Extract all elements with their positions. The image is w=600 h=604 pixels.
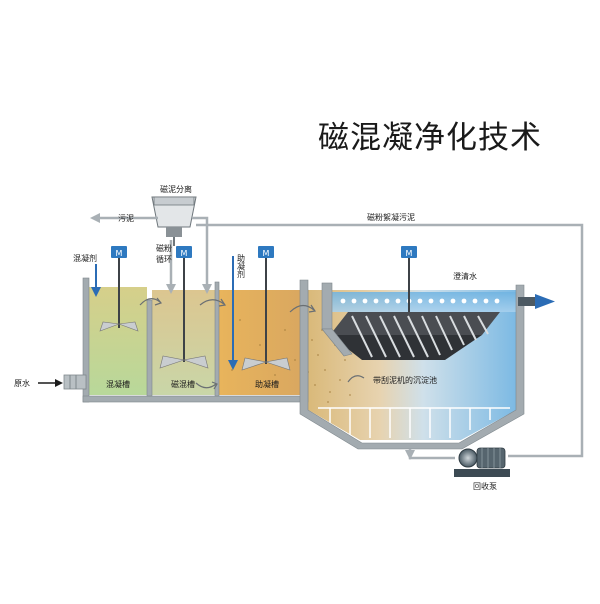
label-magnetic-separation: 磁泥分离	[160, 184, 192, 194]
motor-label: M	[406, 249, 413, 258]
label-sludge: 污泥	[118, 213, 134, 223]
label-coagulant-aid-tank: 助凝槽	[255, 379, 279, 389]
clear-water-bubbles	[340, 298, 500, 304]
recovery-pump	[454, 447, 510, 477]
mud-scraper-grid	[318, 407, 510, 438]
label-recovery-pump: 回收泵	[473, 481, 497, 491]
inclined-plate-settler	[330, 312, 500, 360]
label-coagulant-aid: 助凝剂	[237, 253, 246, 279]
label-clear-water: 澄清水	[453, 271, 477, 281]
flow-swirl-arrows	[139, 297, 365, 390]
label-magnetic-powder: 磁粉	[156, 243, 172, 253]
tank-walls	[82, 277, 525, 450]
dosing-arrows	[38, 256, 238, 387]
magnetic-separator	[151, 196, 197, 246]
motor-label: M	[116, 249, 123, 258]
motor-label: M	[181, 249, 188, 258]
clear-water-outlet	[518, 294, 555, 309]
label-magnetic-floc-sludge: 磁粉絮凝污泥	[367, 212, 415, 222]
scraper-motor	[401, 246, 417, 312]
clear-water-layer	[330, 292, 520, 312]
label-coagulation-tank: 混凝槽	[106, 379, 130, 389]
label-sedimentation-tank: 带刮泥机的沉淀池	[373, 375, 437, 385]
label-raw-water: 原水	[14, 378, 30, 388]
label-cycle: 循环	[156, 254, 172, 264]
flow-arrowheads	[90, 213, 415, 460]
agitator-coagulant-aid	[241, 246, 291, 371]
agitator-coagulation	[99, 246, 139, 332]
label-coagulant: 混凝剂	[73, 253, 97, 263]
motor-label: M	[263, 249, 270, 258]
page-title: 磁混凝净化技术	[318, 120, 542, 156]
raw-water-inlet	[63, 374, 87, 390]
agitator-magnetic	[159, 246, 209, 369]
label-magnetic-tank: 磁混槽	[171, 379, 195, 389]
